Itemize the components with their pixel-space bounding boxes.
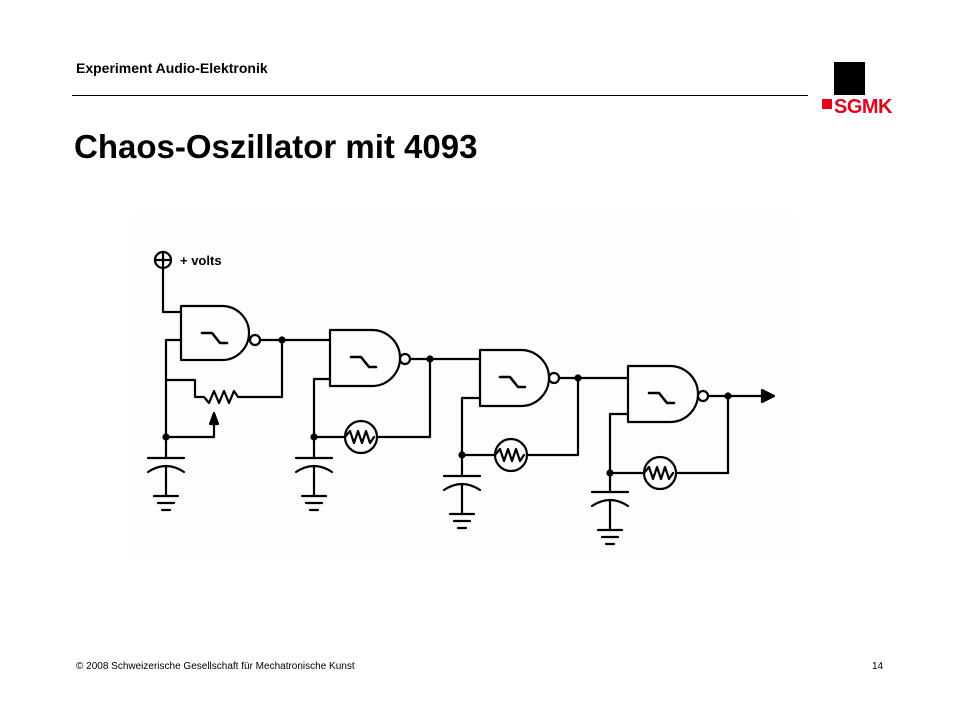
nand-gate-3	[478, 348, 561, 408]
ground-icon-1	[152, 494, 180, 512]
capacitor-2	[294, 456, 334, 498]
ground-icon-3	[448, 512, 476, 530]
sgmk-logo: SGMK	[820, 62, 893, 122]
capacitor-1	[146, 456, 186, 498]
page-title: Chaos-Oszillator mit 4093	[74, 128, 478, 165]
page-number: 14	[872, 661, 884, 672]
potentiometer-1	[164, 378, 284, 405]
logo-red-square	[822, 99, 832, 109]
header-title: Experiment Audio-Elektronik	[76, 60, 268, 76]
ground-icon-4	[596, 528, 624, 546]
output-arrow-icon	[760, 388, 776, 404]
capacitor-3	[442, 474, 482, 516]
supply-voltage-label: + volts	[180, 253, 222, 268]
footer-copyright: © 2008 Schweizerische Gesellschaft für M…	[76, 661, 355, 672]
logo-text: SGMK	[834, 96, 893, 118]
ground-icon-2	[300, 494, 328, 512]
schematic-background	[134, 212, 794, 558]
logo-square	[834, 62, 865, 95]
header-divider	[72, 95, 808, 96]
supply-terminal-icon	[153, 250, 183, 314]
capacitor-4	[590, 490, 630, 532]
chaos-oscillator-schematic: + volts	[134, 212, 794, 558]
